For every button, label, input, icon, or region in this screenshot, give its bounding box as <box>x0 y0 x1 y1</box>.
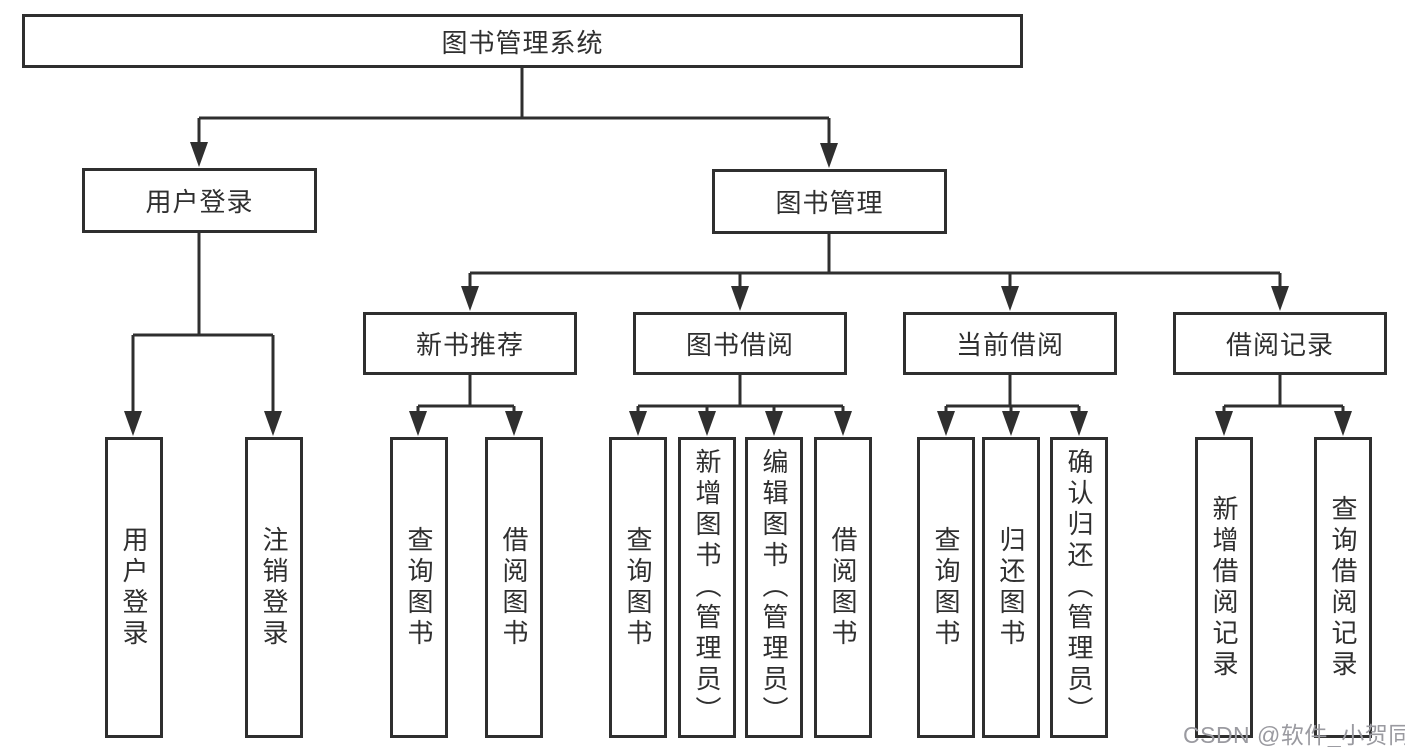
node-label: 新增图书（管理员） <box>692 448 722 727</box>
node-label: 查询图书 <box>404 525 434 650</box>
node-user-login: 用户登录 <box>82 168 317 233</box>
leaf-query-books-recommend: 查询图书 <box>390 437 448 738</box>
node-book-borrowing: 图书借阅 <box>633 312 847 375</box>
leaf-query-books-current: 查询图书 <box>917 437 975 738</box>
leaf-logout: 注销登录 <box>245 437 303 738</box>
node-label: 用户登录 <box>119 525 149 650</box>
node-library-management-system: 图书管理系统 <box>22 14 1023 68</box>
node-current-borrowing: 当前借阅 <box>903 312 1117 375</box>
node-book-management: 图书管理 <box>712 169 947 234</box>
node-label: 归还图书 <box>996 525 1026 650</box>
leaf-borrow-books-recommend: 借阅图书 <box>485 437 543 738</box>
node-label: 借阅图书 <box>499 525 529 650</box>
leaf-user-login: 用户登录 <box>105 437 163 738</box>
node-label: 注销登录 <box>259 525 289 650</box>
leaf-edit-books-admin: 编辑图书（管理员） <box>745 437 803 738</box>
node-borrowing-records: 借阅记录 <box>1173 312 1387 375</box>
node-label: 查询图书 <box>931 525 961 650</box>
leaf-query-borrow-record: 查询借阅记录 <box>1314 437 1372 738</box>
leaf-confirm-return-admin: 确认归还（管理员） <box>1050 437 1108 738</box>
node-label: 用户登录 <box>145 187 254 217</box>
node-label: 新书推荐 <box>415 330 524 360</box>
node-label: 查询借阅记录 <box>1328 494 1358 681</box>
node-label: 图书管理 <box>775 188 884 218</box>
leaf-return-books: 归还图书 <box>982 437 1040 738</box>
csdn-watermark: CSDN @软件_小贺同学 <box>1183 722 1405 747</box>
node-new-book-recommend: 新书推荐 <box>363 312 577 375</box>
node-label: 图书管理系统 <box>441 27 604 58</box>
node-label: 新增借阅记录 <box>1209 494 1239 681</box>
node-label: 借阅图书 <box>828 525 858 650</box>
arrowheads <box>124 142 1352 436</box>
node-label: 当前借阅 <box>955 330 1064 360</box>
leaf-add-books-admin: 新增图书（管理员） <box>678 437 736 738</box>
leaf-add-borrow-record: 新增借阅记录 <box>1195 437 1253 738</box>
node-label: 确认归还（管理员） <box>1064 448 1094 727</box>
node-label: 编辑图书（管理员） <box>759 448 789 727</box>
leaf-borrow-books: 借阅图书 <box>814 437 872 738</box>
leaf-query-books-borrowing: 查询图书 <box>609 437 667 738</box>
node-label: 查询图书 <box>623 525 653 650</box>
node-label: 借阅记录 <box>1225 330 1334 360</box>
node-label: 图书借阅 <box>685 330 794 360</box>
